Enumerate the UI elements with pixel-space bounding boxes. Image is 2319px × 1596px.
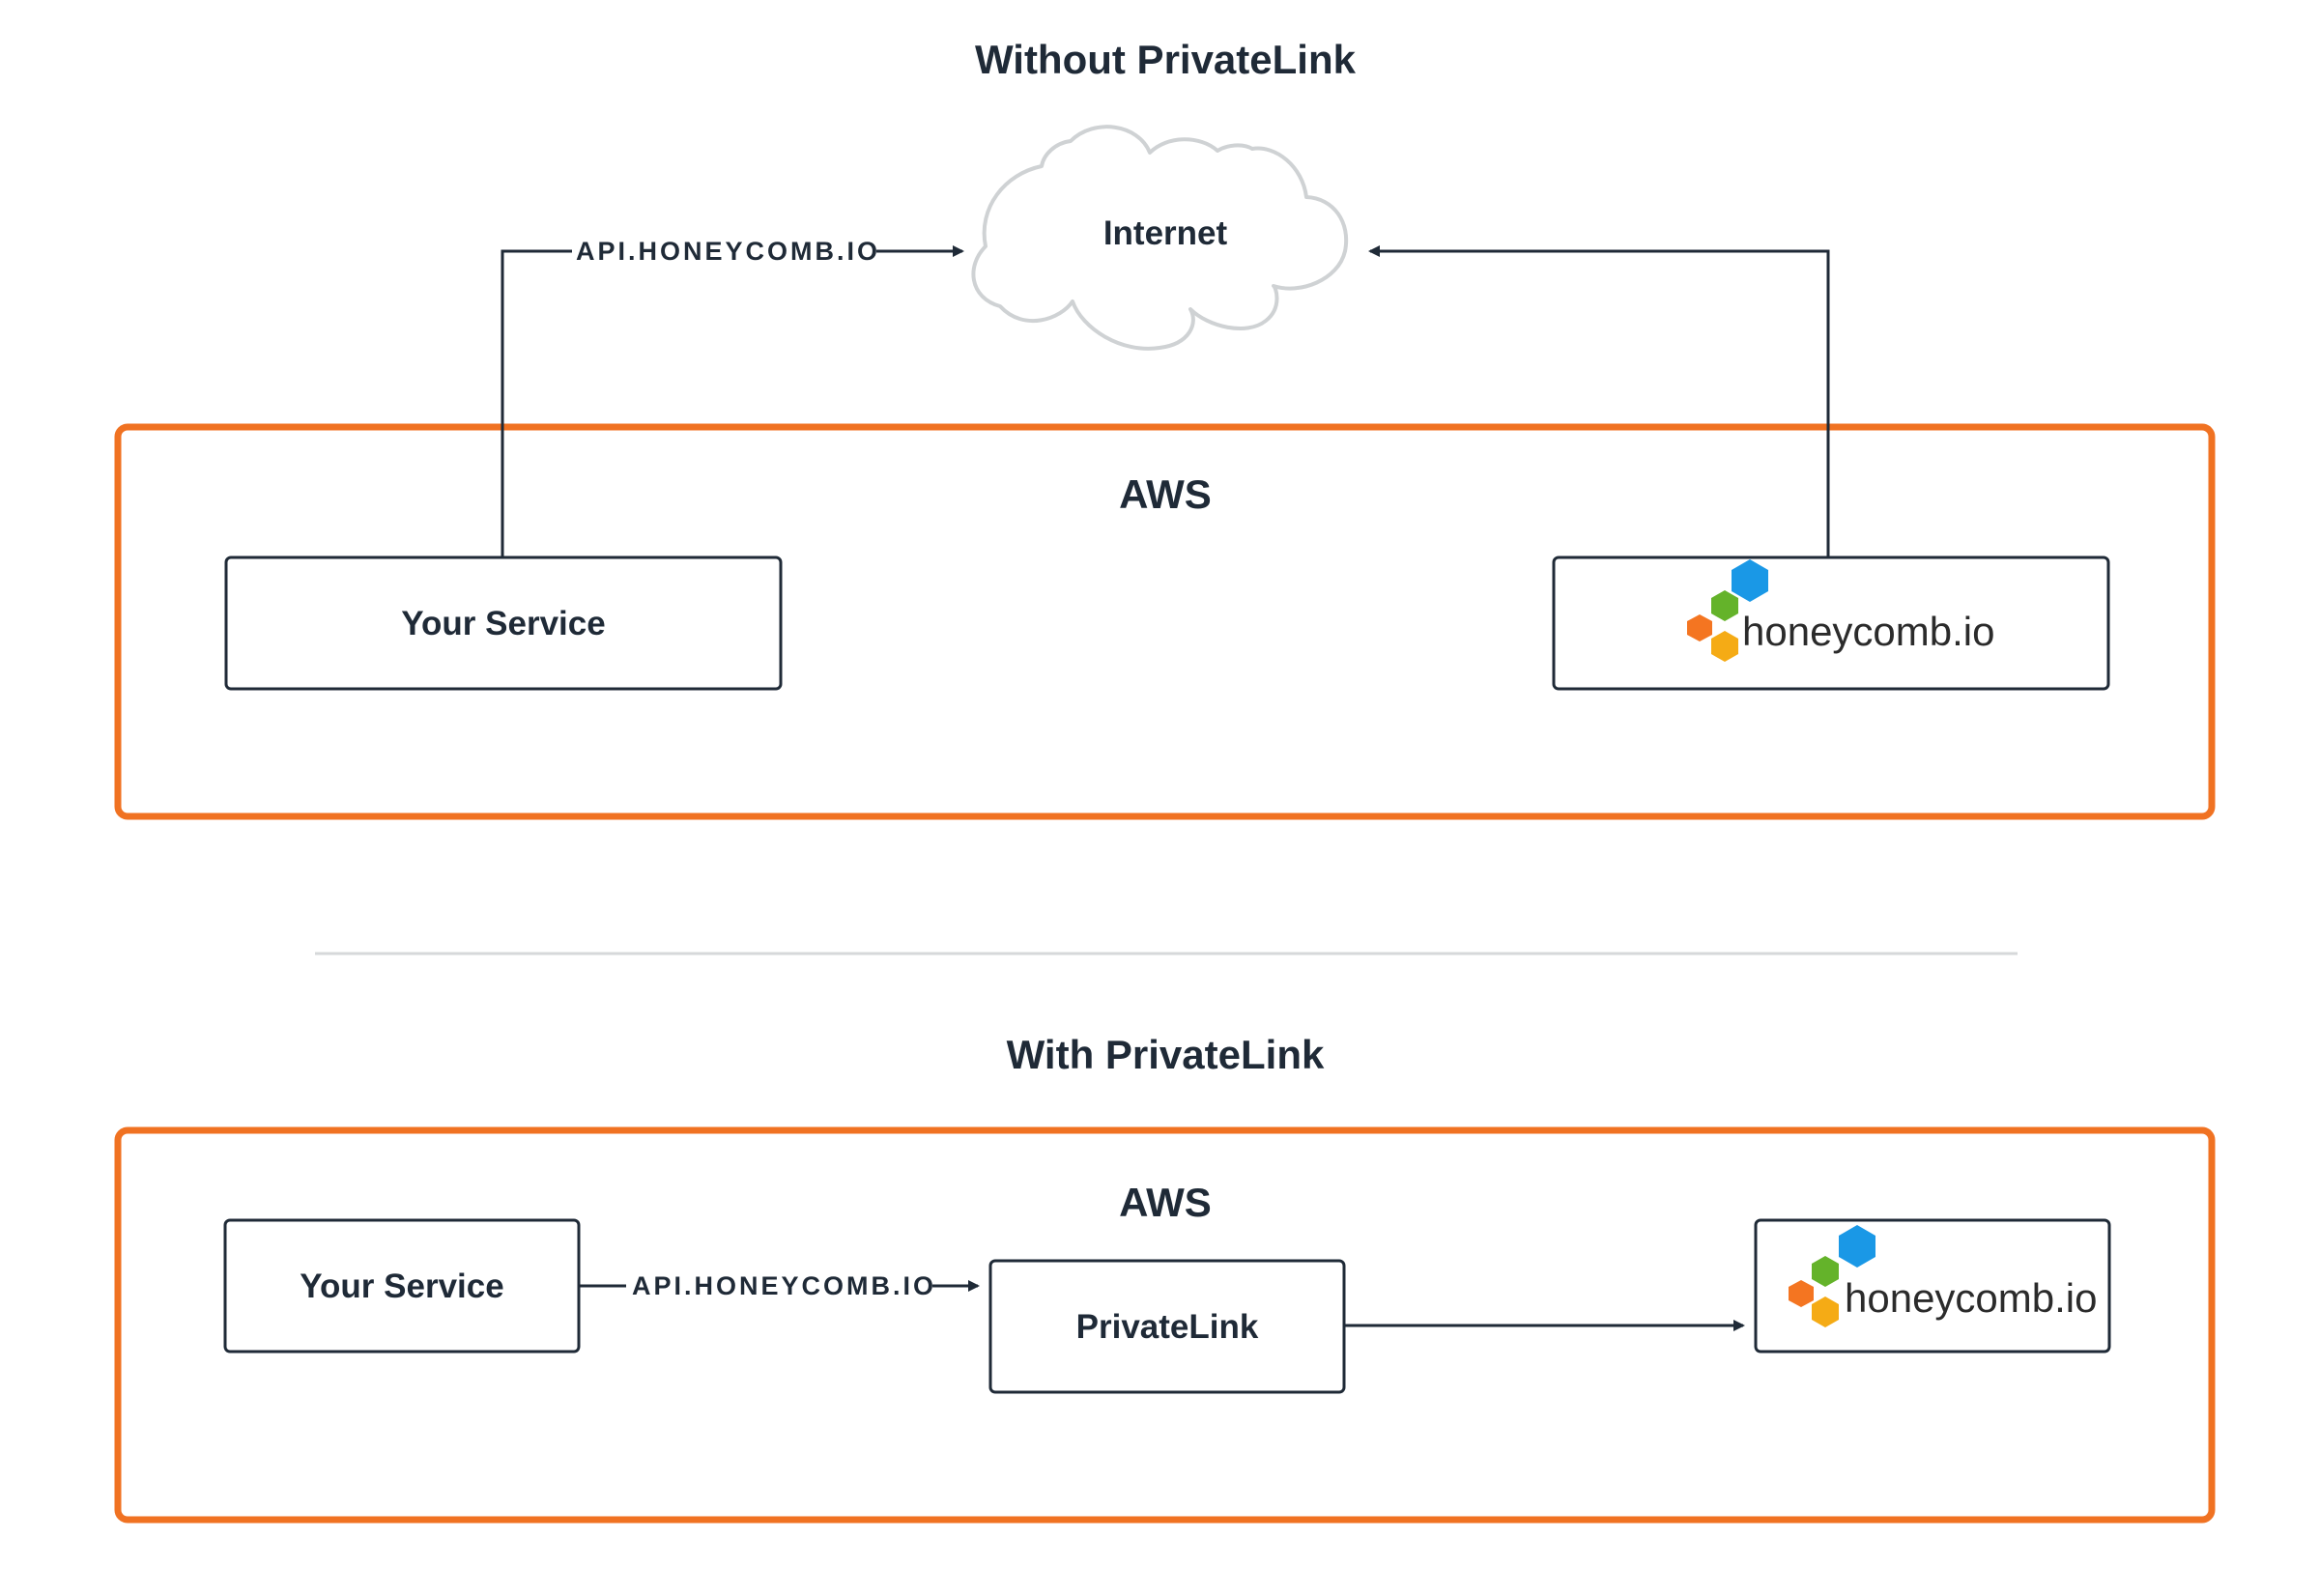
aws-container-bottom (114, 1126, 2216, 1524)
honeycomb-logo-text-bottom: honeycomb.io (1845, 1275, 2098, 1321)
section-title-without-privatelink: Without PrivateLink (975, 37, 1357, 82)
privatelink-label: PrivateLink (1076, 1308, 1259, 1346)
internet-cloud: Internet (971, 125, 1349, 351)
edge-label-api-top: API.HONEYCOMB.IO (576, 237, 880, 266)
privatelink-box (988, 1259, 1346, 1394)
hexagon-blue-icon (1732, 559, 1768, 602)
edge-label-api-bottom: API.HONEYCOMB.IO (632, 1271, 936, 1300)
honeycomb-logo-bottom: honeycomb.io (1789, 1225, 2098, 1327)
aws-label-top: AWS (1119, 471, 1212, 517)
aws-label-bottom: AWS (1119, 1180, 1212, 1225)
honeycomb-logo-text-top: honeycomb.io (1742, 609, 1995, 654)
aws-container-top (114, 423, 2216, 820)
connector-service-to-internet-vertical (501, 249, 572, 556)
your-service-label-bottom: Your Service (300, 1268, 503, 1305)
your-service-label-top: Your Service (401, 605, 605, 642)
honeycomb-box-top (1552, 556, 2110, 691)
hexagon-orange-icon (1789, 1280, 1814, 1307)
hexagon-green-icon (1711, 590, 1738, 621)
hexagon-orange-icon (1687, 614, 1712, 641)
honeycomb-logo-top: honeycomb.io (1687, 559, 1995, 662)
internet-label: Internet (1103, 214, 1228, 252)
hexagon-blue-icon (1839, 1225, 1875, 1268)
arrow-honeycomb-to-internet (1368, 245, 1830, 556)
hexagon-green-icon (1812, 1256, 1839, 1287)
section-title-with-privatelink: With PrivateLink (1007, 1032, 1325, 1077)
hexagon-yellow-icon (1711, 631, 1738, 662)
cloud-icon (971, 125, 1349, 351)
your-service-box-bottom (223, 1218, 581, 1354)
hexagon-yellow-icon (1812, 1297, 1839, 1327)
your-service-box-top (224, 556, 783, 691)
